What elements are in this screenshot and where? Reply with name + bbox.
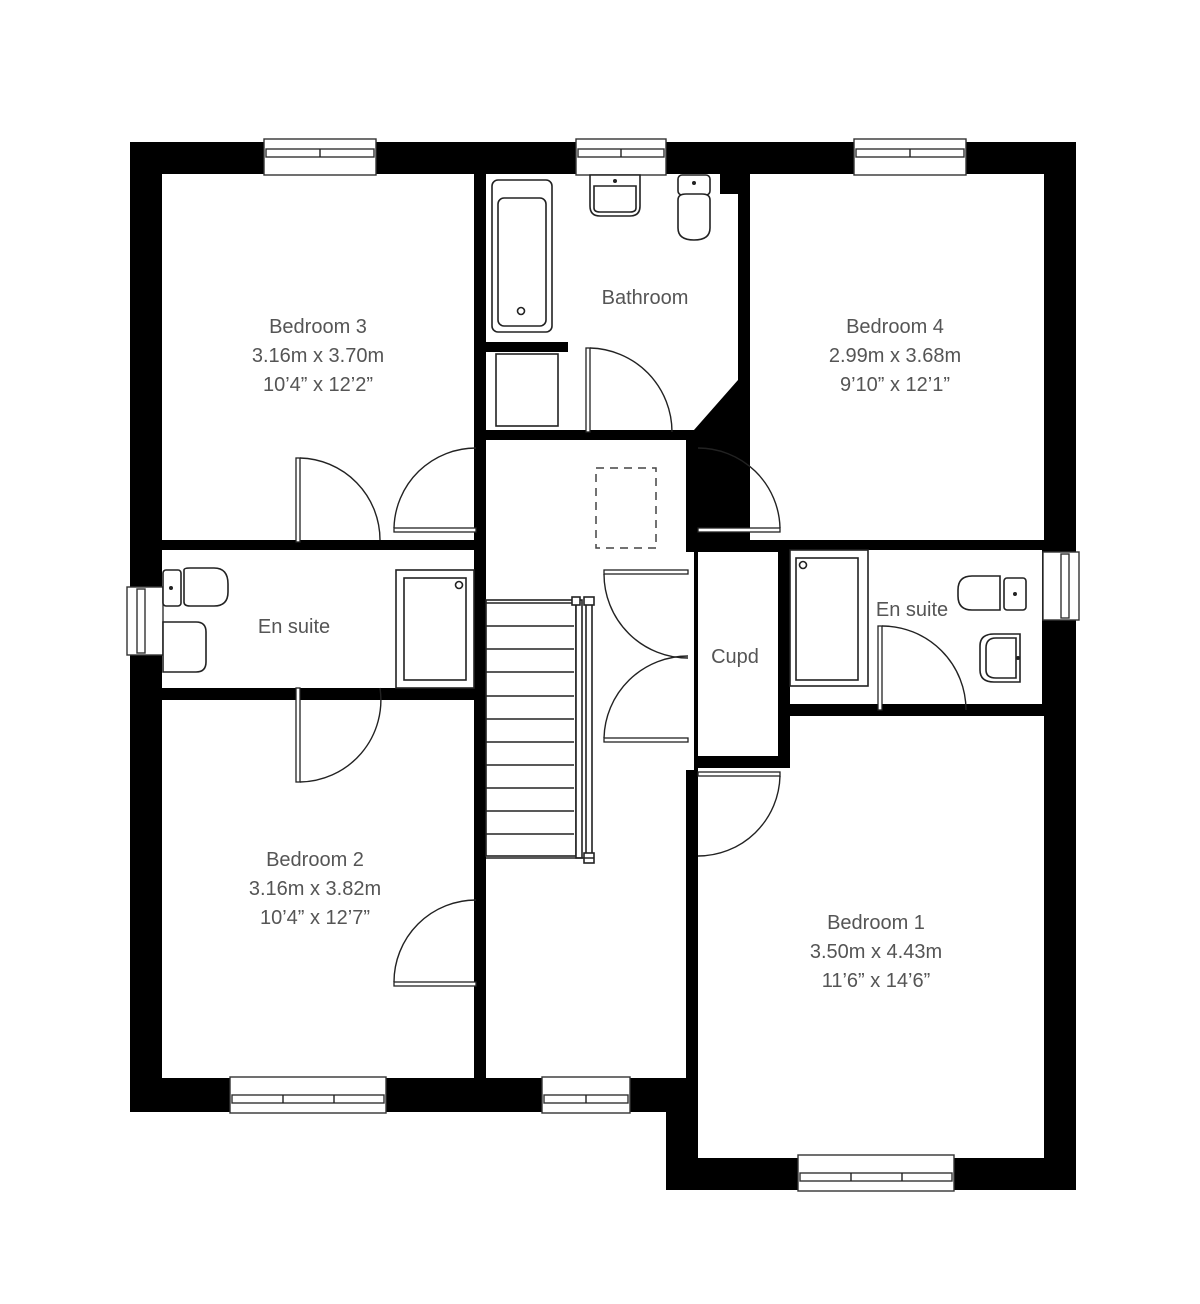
bedroom3-name: Bedroom 3 — [269, 316, 367, 338]
toilet-icon — [677, 174, 711, 241]
fixtures — [162, 174, 1027, 689]
ensuite-right-name: En suite — [876, 599, 948, 621]
basin-icon — [979, 633, 1021, 683]
bedroom4-name: Bedroom 4 — [846, 316, 944, 338]
window-ensuite-right — [1042, 551, 1080, 621]
door-cupboard — [603, 569, 689, 743]
window-bedroom3 — [263, 138, 377, 176]
toilet-icon — [957, 575, 1027, 611]
bath-icon — [491, 179, 553, 333]
bedroom3-imperial: 10’4” x 12’2” — [263, 374, 373, 396]
bedroom4-imperial: 9’10” x 12’1” — [840, 374, 950, 396]
loft-hatch — [595, 467, 657, 549]
bathroom-name: Bathroom — [602, 287, 689, 309]
toilet-icon — [162, 567, 229, 607]
door-bedroom2 — [393, 899, 477, 987]
door-bedroom4 — [697, 447, 781, 533]
doors — [295, 347, 967, 987]
window-bedroom1 — [797, 1154, 955, 1192]
shower-icon — [789, 549, 869, 687]
bedroom3-metric: 3.16m x 3.70m — [252, 345, 384, 367]
bedroom2-imperial: 10’4” x 12’7” — [260, 907, 370, 929]
door-bedroom1 — [697, 771, 781, 857]
door-ensuite-left-bottom — [295, 687, 382, 783]
door-ensuite-right — [877, 625, 967, 711]
door-bedroom3 — [393, 447, 477, 533]
bedroom2-name: Bedroom 2 — [266, 849, 364, 871]
shower-icon — [395, 569, 475, 689]
cupd-name: Cupd — [711, 646, 759, 668]
ensuite-left-name: En suite — [258, 616, 330, 638]
room-labels: Bedroom 3 3.16m x 3.70m 10’4” x 12’2” Ba… — [249, 287, 961, 992]
window-bedroom2 — [229, 1076, 387, 1114]
bedroom4-metric: 2.99m x 3.68m — [829, 345, 961, 367]
bedroom2-metric: 3.16m x 3.82m — [249, 878, 381, 900]
windows — [126, 138, 1080, 1192]
window-ensuite-left — [126, 586, 164, 656]
window-landing — [541, 1076, 631, 1114]
door-ensuite-left-top — [295, 457, 381, 543]
bedroom1-metric: 3.50m x 4.43m — [810, 941, 942, 963]
basin-icon — [589, 174, 641, 217]
bedroom1-imperial: 11’6” x 14’6” — [822, 970, 931, 992]
window-bathroom — [575, 138, 667, 176]
staircase — [485, 596, 595, 864]
basin-icon — [162, 621, 207, 673]
bedroom1-name: Bedroom 1 — [827, 912, 925, 934]
airing-cupboard-icon — [495, 353, 559, 427]
door-bathroom — [585, 347, 673, 433]
window-bedroom4 — [853, 138, 967, 176]
